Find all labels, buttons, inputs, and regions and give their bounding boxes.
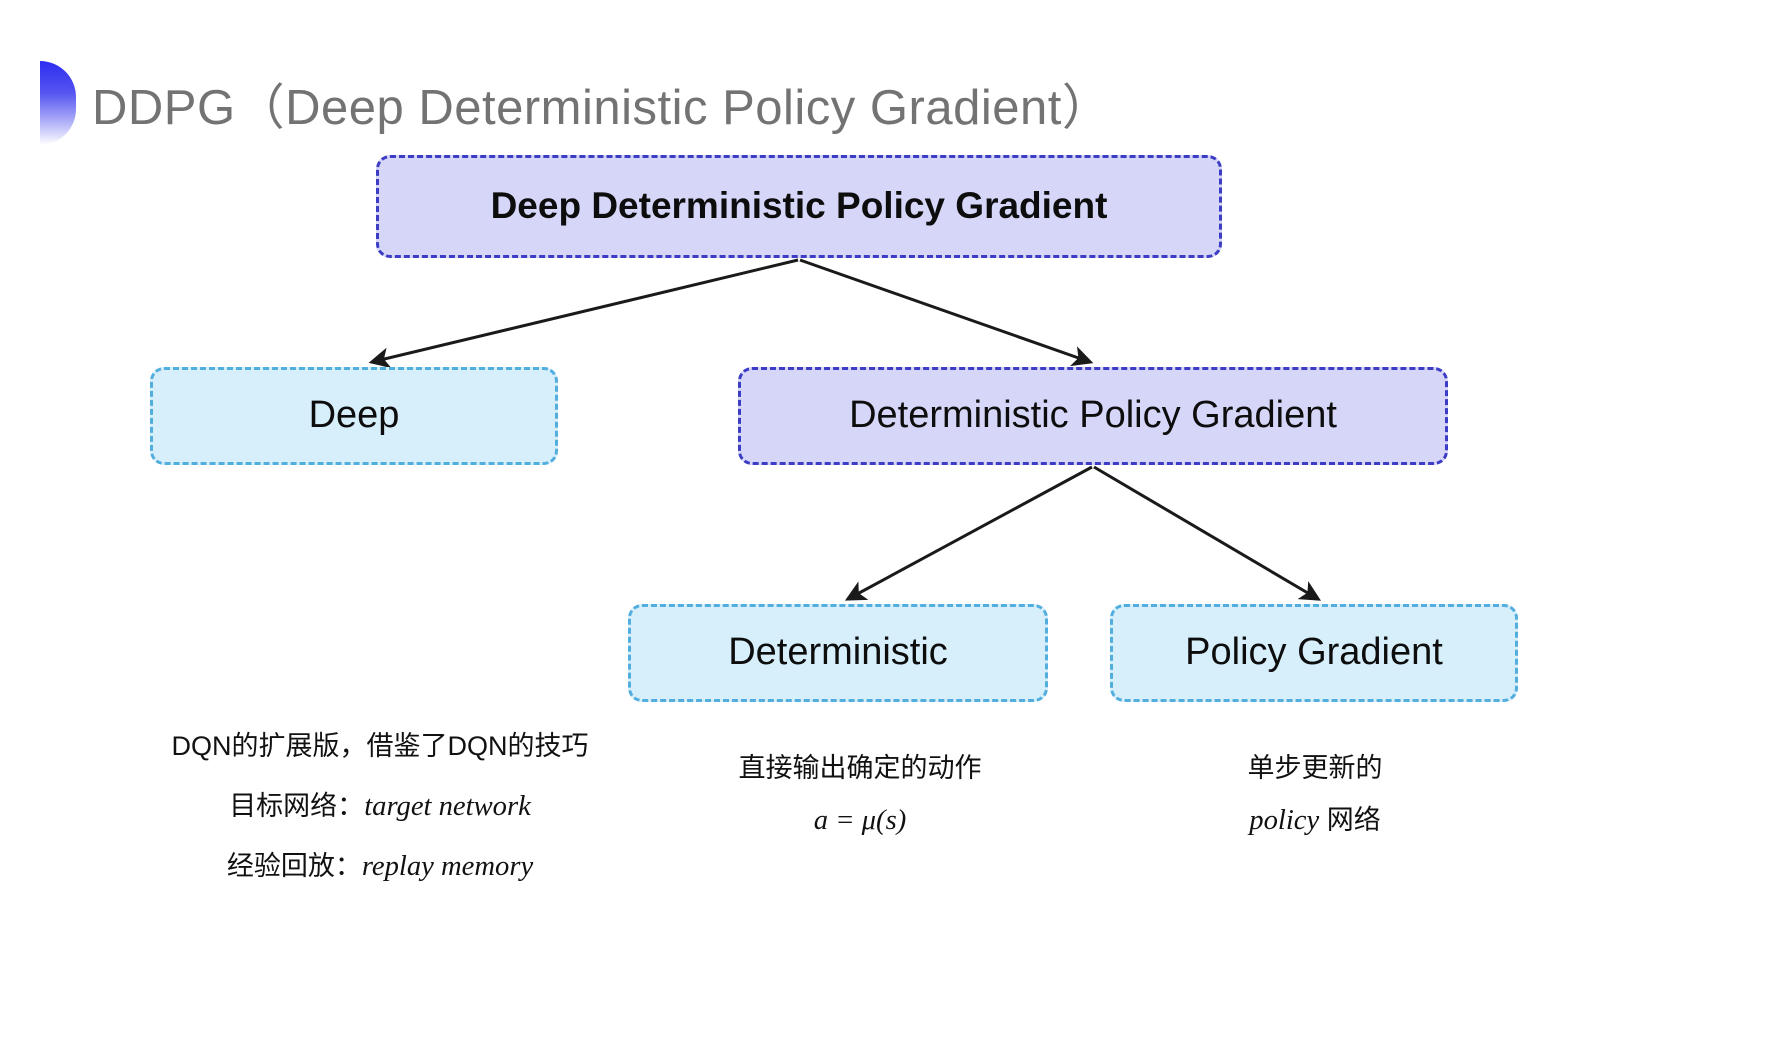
node-label: Policy Gradient (1185, 631, 1443, 674)
caption-deterministic: 直接输出确定的动作 a = μ(s) (700, 748, 1020, 842)
edge-root-to-deep (368, 258, 799, 369)
page-title-text: DDPG（Deep Deterministic Policy Gradient） (92, 80, 1112, 135)
page-title: DDPG（Deep Deterministic Policy Gradient） (40, 58, 1111, 148)
edge-dpg-to-policy-gradient (1093, 465, 1322, 601)
caption-text: 直接输出确定的动作 (738, 753, 982, 783)
caption-text: DQN的扩展版，借鉴了DQN的技巧 (171, 731, 589, 761)
caption-formula: a = μ(s) (813, 803, 907, 836)
node-label: Deep (308, 394, 400, 437)
title-accent-shape (40, 61, 76, 145)
caption-text: 网络 (1319, 804, 1381, 835)
node-deep-deterministic-policy-gradient[interactable]: Deep Deterministic Policy Gradient (376, 155, 1222, 258)
edge-root-to-dpg (799, 258, 1094, 367)
node-deep[interactable]: Deep (150, 367, 558, 465)
node-deterministic[interactable]: Deterministic (628, 604, 1048, 702)
caption-line: policy 网络 (1165, 798, 1465, 842)
caption-text: 目标网络： (229, 790, 365, 821)
caption-line: 经验回放：replay memory (120, 844, 640, 888)
caption-line: 单步更新的 (1165, 748, 1465, 790)
node-policy-gradient[interactable]: Policy Gradient (1110, 604, 1518, 702)
node-label: Deterministic (728, 631, 948, 674)
caption-term: policy (1249, 803, 1320, 836)
caption-text: 经验回放： (226, 851, 362, 882)
caption-line: a = μ(s) (700, 798, 1020, 842)
caption-term: target network (364, 789, 531, 822)
edge-dpg-to-deterministic (844, 465, 1093, 601)
caption-line: 目标网络：target network (120, 784, 640, 828)
caption-term: replay memory (361, 850, 534, 883)
node-label: Deep Deterministic Policy Gradient (490, 185, 1108, 227)
caption-line: 直接输出确定的动作 (700, 748, 1020, 790)
caption-deep: DQN的扩展版，借鉴了DQN的技巧 目标网络：target network 经验… (120, 726, 640, 889)
caption-policy-gradient: 单步更新的 policy 网络 (1165, 748, 1465, 842)
node-deterministic-policy-gradient[interactable]: Deterministic Policy Gradient (738, 367, 1448, 465)
caption-text: 单步更新的 (1247, 753, 1383, 783)
node-label: Deterministic Policy Gradient (849, 394, 1337, 437)
caption-line: DQN的扩展版，借鉴了DQN的技巧 (120, 726, 640, 768)
